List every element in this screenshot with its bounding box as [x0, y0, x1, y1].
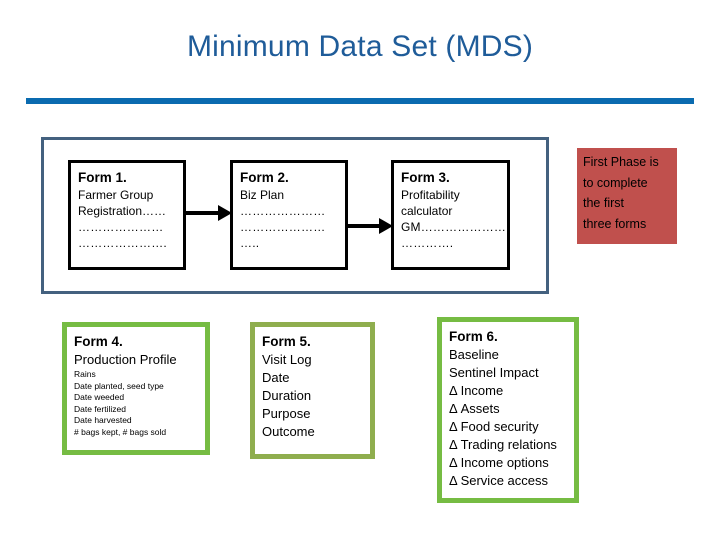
form-6-item: Δ Income options: [449, 455, 549, 470]
form-5-item: Visit Log: [262, 352, 312, 367]
form-6-item: Baseline: [449, 347, 499, 362]
form-box-3[interactable]: Form 3. Profitability calculator GM………………: [391, 160, 510, 270]
phase-note-line-1: First Phase is: [583, 155, 659, 169]
form-5-item: Duration: [262, 388, 312, 403]
form-1-line-4: ………………….: [78, 236, 167, 250]
form-box-5[interactable]: Form 5. Visit Log Date Duration Purpose …: [250, 322, 375, 459]
form-4-item: Date planted, seed type: [74, 380, 164, 391]
title-underline-rule: [26, 98, 694, 104]
form-box-6[interactable]: Form 6. Baseline Sentinel Impact Δ Incom…: [437, 317, 579, 503]
form-5-item: Outcome: [262, 424, 315, 439]
form-4-item: Date harvested: [74, 415, 132, 425]
phase-note-line-3: the first: [583, 196, 624, 210]
form-4-subtitle: Production Profile: [74, 352, 177, 367]
form-6-title: Form 6.: [449, 329, 498, 344]
form-1-line-1: Farmer Group: [78, 188, 154, 202]
phase-note-callout: First Phase is to complete the first thr…: [577, 148, 677, 244]
form-6-item: Δ Trading relations: [449, 437, 557, 452]
form-1-line-2: Registration……: [78, 204, 167, 218]
form-5-item: Purpose: [262, 406, 311, 421]
form-3-line-3: GM…………………: [401, 220, 507, 234]
form-6-item: Δ Assets: [449, 401, 500, 416]
form-box-2[interactable]: Form 2. Biz Plan ………………… ………………… …..: [230, 160, 348, 270]
phase-note-line-2: to complete: [583, 175, 648, 190]
form-5-title: Form 5.: [262, 334, 311, 349]
form-5-item: Date: [262, 370, 290, 385]
arrow-right-icon: [186, 205, 232, 221]
form-6-item: Δ Income: [449, 383, 504, 398]
form-box-1[interactable]: Form 1. Farmer Group Registration…… ……………: [68, 160, 186, 270]
form-2-line-4: …..: [240, 236, 260, 250]
form-6-item: Δ Service access: [449, 473, 548, 488]
form-6-item: Sentinel Impact: [449, 365, 539, 380]
form-4-item: Rains: [74, 369, 96, 379]
form-4-item: Date fertilized: [74, 403, 126, 414]
arrow-right-icon: [348, 218, 393, 234]
page-title: Minimum Data Set (MDS): [186, 30, 534, 63]
form-box-4[interactable]: Form 4. Production Profile Rains Date pl…: [62, 322, 210, 455]
form-3-line-4: ………….: [401, 236, 454, 250]
form-3-line-2: calculator: [401, 204, 453, 218]
form-2-line-2: …………………: [240, 204, 326, 218]
phase-note-line-4: three forms: [583, 216, 647, 231]
form-3-title: Form 3.: [401, 170, 450, 185]
form-3-line-1: Profitability: [401, 188, 460, 202]
form-2-line-3: …………………: [240, 220, 326, 234]
form-2-title: Form 2.: [240, 170, 289, 185]
form-2-line-1: Biz Plan: [240, 188, 285, 202]
form-1-line-3: …………………: [78, 220, 164, 234]
form-4-item: # bags kept, # bags sold: [74, 426, 167, 437]
form-4-item: Date weeded: [74, 392, 125, 402]
form-6-item: Δ Food security: [449, 419, 539, 434]
form-1-title: Form 1.: [78, 170, 127, 185]
form-4-title: Form 4.: [74, 334, 123, 349]
